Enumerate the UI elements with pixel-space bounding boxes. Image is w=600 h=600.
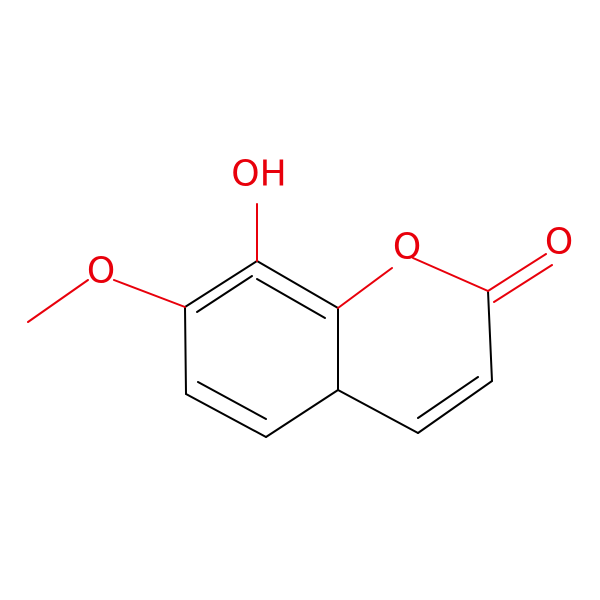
carbonyl-oxygen-label: O [545, 222, 573, 263]
bond-c2-o-carbonyl-a [487, 253, 547, 292]
bond-c4-c3 [417, 380, 493, 434]
ring-oxygen-label: O [393, 227, 421, 268]
bond-c8-c8a [256, 260, 339, 309]
bond-c4-c3-inner [417, 376, 479, 419]
bond-c3-c2 [487, 290, 493, 382]
bond-c2-o-carbonyl-b [493, 264, 553, 303]
substituents [27, 203, 553, 323]
bond-c7-c8 [184, 260, 258, 308]
bond-c8-c8a-inner [256, 278, 326, 319]
bond-c7-ome [113, 279, 186, 308]
benzene-ring [184, 260, 339, 438]
bond-c7-c8-inner [196, 275, 253, 313]
bond-o1-c8a [337, 267, 393, 309]
bond-c5-c6-inner [197, 381, 267, 420]
hydroxyl-oxygen-label: OH [231, 154, 286, 195]
bond-c6-c7 [184, 306, 187, 395]
methoxy-oxygen-label: O [87, 251, 115, 292]
bond-ome-ch3 [27, 279, 89, 323]
bond-c5-c6 [185, 393, 267, 438]
bond-c4a-c5 [265, 389, 339, 438]
bond-c4a-c4 [337, 389, 419, 434]
bond-c2-o1 [412, 257, 489, 292]
pyrone-ring [337, 257, 493, 434]
